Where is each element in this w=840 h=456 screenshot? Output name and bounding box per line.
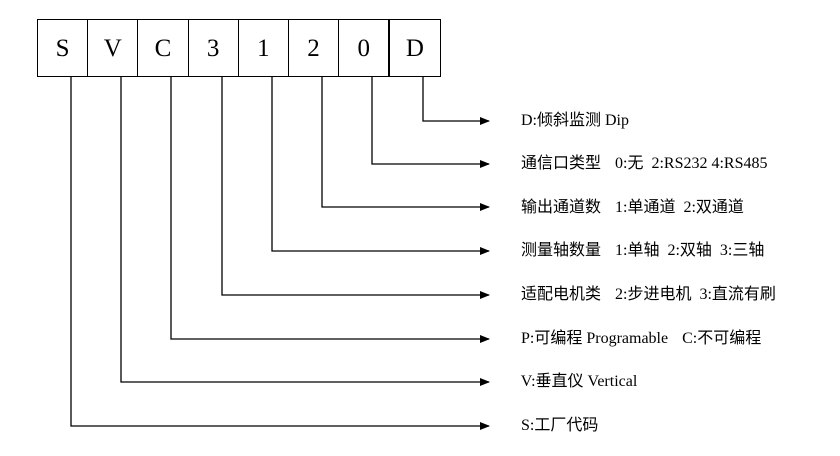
model-code-boxes: S V C 3 1 2 0 D xyxy=(37,19,441,77)
label-axis-count-title: 测量轴数量 xyxy=(521,242,602,259)
code-char-0: 0 xyxy=(339,20,390,76)
code-char-3: 3 xyxy=(189,20,239,76)
label-comm-port-options: 0:无 2:RS232 4:RS485 xyxy=(615,155,768,172)
label-comm-port: 通信口类型 0:无 2:RS232 4:RS485 xyxy=(505,134,768,194)
label-dip: D:倾斜监测 Dip xyxy=(505,91,629,151)
code-char-1: 1 xyxy=(239,20,289,76)
label-output-channels-options: 1:单通道 2:双通道 xyxy=(615,199,744,216)
connector-arrow-v xyxy=(120,77,490,386)
label-axis-count: 测量轴数量 1:单轴 2:双轴 3:三轴 xyxy=(505,221,764,281)
label-programmable-options: C:不可编程 xyxy=(682,330,762,347)
code-char-v: V xyxy=(88,20,139,76)
label-motor-type-title: 适配电机类 xyxy=(521,286,602,303)
connector-arrow-1 xyxy=(271,77,490,255)
connector-arrow-2 xyxy=(321,77,490,211)
code-char-d: D xyxy=(389,20,439,76)
connector-arrow-d xyxy=(422,77,490,125)
label-factory-code-title: S:工厂代码 xyxy=(521,417,599,434)
label-comm-port-title: 通信口类型 xyxy=(521,155,602,172)
connector-arrow-0 xyxy=(371,77,490,168)
connector-arrow-3 xyxy=(221,77,490,299)
code-char-c: C xyxy=(138,20,189,76)
code-char-s: S xyxy=(38,20,89,76)
label-dip-title: D:倾斜监测 Dip xyxy=(521,112,630,129)
label-programmable-title: P:可编程 Programable xyxy=(521,330,669,347)
label-programmable: P:可编程 Programable C:不可编程 xyxy=(505,309,761,369)
label-axis-count-options: 1:单轴 2:双轴 3:三轴 xyxy=(615,242,765,259)
label-vertical: V:垂直仪 Vertical xyxy=(505,352,638,412)
label-motor-type: 适配电机类 2:步进电机 3:直流有刷 xyxy=(505,265,776,325)
connector-arrow-c xyxy=(170,77,490,343)
label-motor-type-options: 2:步进电机 3:直流有刷 xyxy=(615,286,776,303)
connector-arrow-s xyxy=(70,77,490,430)
label-output-channels-title: 输出通道数 xyxy=(521,199,602,216)
label-vertical-title: V:垂直仪 Vertical xyxy=(520,373,638,390)
code-char-2: 2 xyxy=(289,20,340,76)
label-factory-code: S:工厂代码 xyxy=(505,396,598,456)
label-output-channels: 输出通道数 1:单通道 2:双通道 xyxy=(505,178,744,238)
